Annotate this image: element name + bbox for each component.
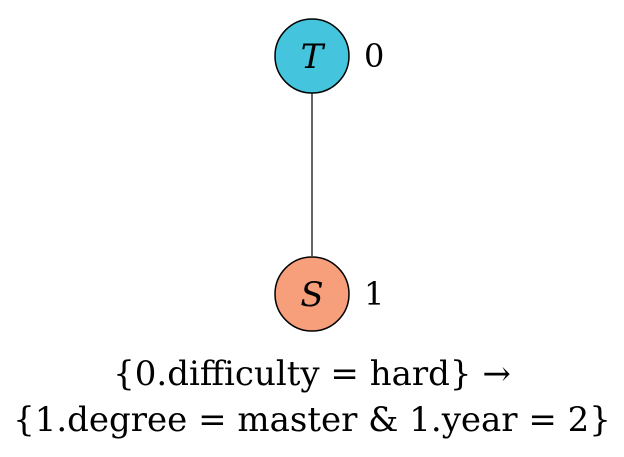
rule-consequent: {1.degree = master & 1.year = 2}	[13, 400, 611, 440]
node-t-label: T	[301, 37, 326, 77]
node-t-circle	[274, 18, 350, 94]
node-s: S 1	[274, 256, 384, 332]
node-s-label: S	[300, 275, 323, 315]
node-s-index: 1	[364, 275, 384, 313]
node-s-circle	[274, 256, 350, 332]
rule-antecedent: {0.difficulty = hard} →	[113, 354, 511, 394]
node-t: T 0	[274, 18, 384, 94]
node-t-index: 0	[364, 37, 384, 75]
